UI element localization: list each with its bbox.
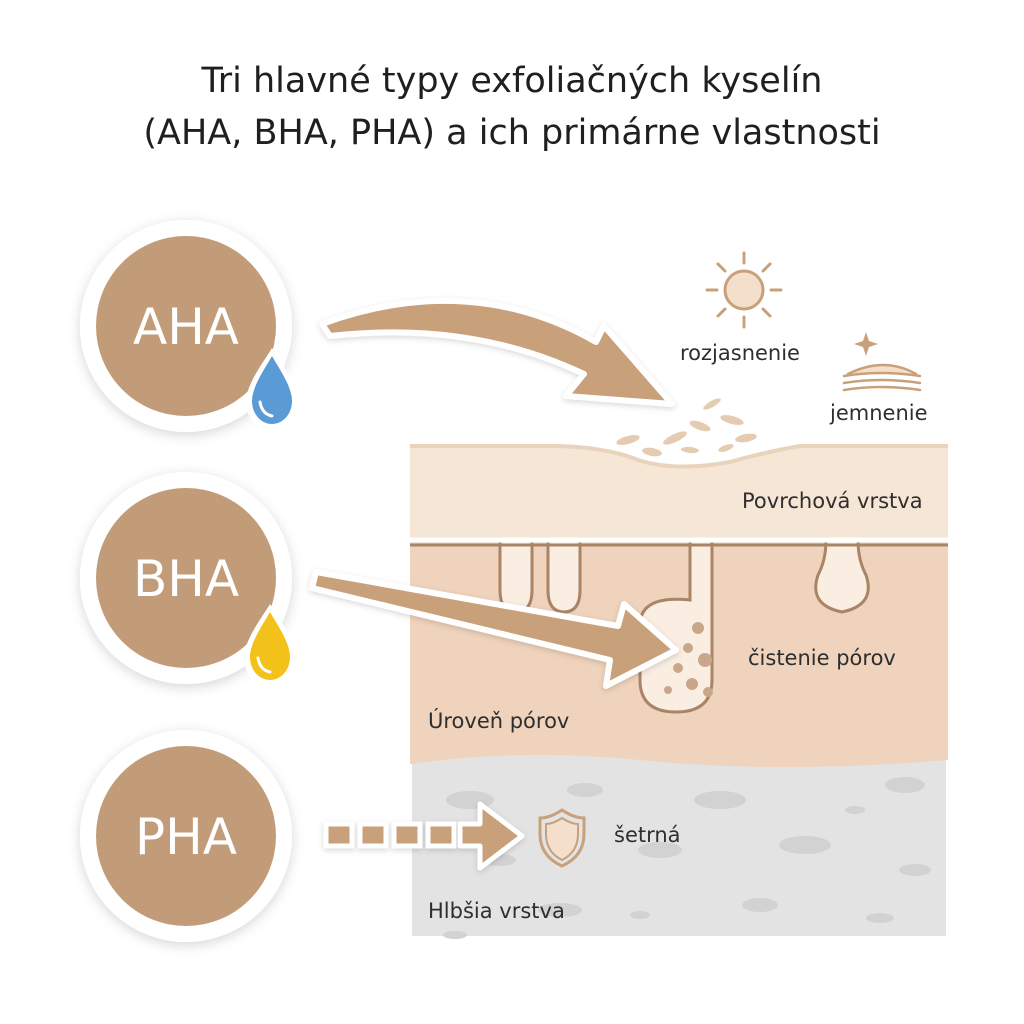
water-drop-icon <box>246 348 298 430</box>
shield-icon <box>538 808 586 868</box>
pha-label: PHA <box>135 808 237 866</box>
bha-circle <box>96 488 276 668</box>
oil-drop-icon <box>244 604 296 686</box>
pore-debris <box>664 622 713 697</box>
deep-layer <box>408 745 950 940</box>
effect-smoothing-label: jemnenie <box>829 401 928 425</box>
effect-brightening-label: rozjasnenie <box>680 341 800 365</box>
smooth-layers-icon <box>842 363 922 392</box>
effect-gentle-label: šetrná <box>614 823 681 847</box>
surface-layer-label: Povrchová vrstva <box>742 489 923 513</box>
deep-layer-label: Hlbšia vrstva <box>428 899 565 923</box>
exfoliated-flakes <box>616 398 757 457</box>
pha-dashed-arrow <box>323 801 525 871</box>
bha-arrow <box>309 569 679 689</box>
pore-layer <box>410 538 948 767</box>
pore-channel <box>814 538 870 614</box>
bha-label: BHA <box>133 550 239 608</box>
surface-layer <box>410 444 948 547</box>
sun-icon <box>705 251 783 329</box>
title-line-1: Tri hlavné typy exfoliačných kyselín <box>201 61 823 101</box>
sparkle-icon <box>854 332 878 356</box>
acid-bha: BHA <box>80 472 296 686</box>
acid-aha: AHA <box>80 220 298 432</box>
pha-circle <box>96 746 276 926</box>
acid-pha: PHA <box>80 730 292 942</box>
effect-pore-cleansing-label: čistenie pórov <box>748 646 896 670</box>
aha-label: AHA <box>133 298 239 356</box>
aha-circle <box>96 236 276 416</box>
pore-layer-label: Úroveň pórov <box>428 708 569 733</box>
title-line-2: (AHA, BHA, PHA) a ich primárne vlastnost… <box>143 113 881 153</box>
pore-channel <box>546 538 582 614</box>
diagram-title: Tri hlavné typy exfoliačných kyselín (AH… <box>0 55 1024 159</box>
pore-cleansed <box>638 538 714 714</box>
aha-arrow <box>319 297 675 407</box>
skin-cross-section <box>408 398 950 940</box>
pore-channel <box>498 538 534 614</box>
